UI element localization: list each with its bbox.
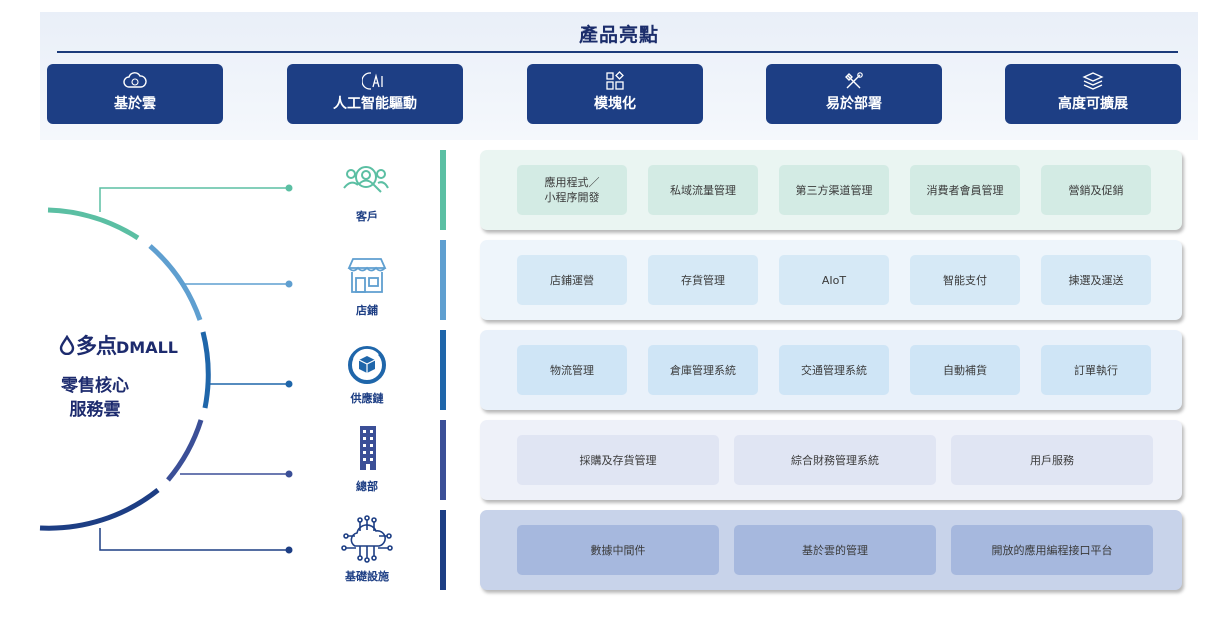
brand-name-en: DMALL xyxy=(116,338,178,357)
page-title: 產品亮點 xyxy=(578,24,659,46)
title-divider xyxy=(57,51,1178,53)
category-label-headquarters: 總部 xyxy=(356,480,378,493)
arc-segment-headquarters xyxy=(166,419,204,482)
modules-icon xyxy=(606,71,624,90)
module-chip: 數據中間件 xyxy=(517,525,719,575)
module-chip: 營銷及促銷 xyxy=(1041,165,1151,215)
row-panel-supply-chain: 物流管理 倉庫管理系統 交通管理系統 自動補貨 訂單執行 xyxy=(480,330,1182,410)
connector-dot xyxy=(285,470,293,478)
category-label-supply-chain: 供應鏈 xyxy=(350,392,384,405)
row-panel-customers: 應用程式／ 小程序開發 私域流量管理 第三方渠道管理 消費者會員管理 營銷及促銷 xyxy=(480,150,1182,230)
category-bar-infrastructure xyxy=(440,510,446,590)
category-label-stores: 店鋪 xyxy=(356,304,378,317)
module-chip-label: 存貨管理 xyxy=(681,273,725,287)
row-panel-headquarters: 採購及存貨管理 綜合財務管理系統 用戶服務 xyxy=(480,420,1182,500)
core-arc-diagram xyxy=(39,184,293,554)
module-chip: 採購及存貨管理 xyxy=(517,435,719,485)
core-title-line1: 零售核心 xyxy=(61,376,129,396)
supply-chain-icon xyxy=(348,346,386,384)
cloud-icon xyxy=(123,72,147,88)
module-chip: 物流管理 xyxy=(517,345,627,395)
module-chip: 訂單執行 xyxy=(1041,345,1151,395)
module-chip: 智能支付 xyxy=(910,255,1020,305)
module-chip-label: 用戶服務 xyxy=(1030,453,1074,467)
connector-dot xyxy=(285,184,293,192)
module-chip: 交通管理系統 xyxy=(779,345,889,395)
highlight-modular: 模塊化 xyxy=(527,64,703,124)
module-chip: 揀選及運送 xyxy=(1041,255,1151,305)
ai-icon xyxy=(362,72,383,90)
module-chip-label: 應用程式／ 小程序開發 xyxy=(544,176,600,204)
highlight-cloud-based: 基於雲 xyxy=(47,64,223,124)
arc-segment-stores xyxy=(148,244,203,321)
headquarters-icon xyxy=(360,426,376,470)
drop-logo-icon xyxy=(59,334,75,356)
connector-dot xyxy=(285,546,293,554)
highlight-scalable: 高度可擴展 xyxy=(1005,64,1181,124)
module-chip-label: 倉庫管理系統 xyxy=(670,363,736,377)
module-chip: 應用程式／ 小程序開發 xyxy=(517,165,627,215)
core-title: 零售核心 服務雲 xyxy=(40,374,150,422)
module-chip: AIoT xyxy=(779,255,889,305)
highlight-label: 易於部署 xyxy=(826,96,882,112)
module-chip-label: AIoT xyxy=(821,273,847,287)
module-chip: 開放的應用編程接口平台 xyxy=(951,525,1153,575)
module-chip-label: 開放的應用編程接口平台 xyxy=(991,543,1113,557)
category-bar-supply-chain xyxy=(440,330,446,410)
module-chip: 存貨管理 xyxy=(648,255,758,305)
category-bar-headquarters xyxy=(440,420,446,500)
highlight-easy-deploy: 易於部署 xyxy=(766,64,942,124)
module-chip-label: 訂單執行 xyxy=(1074,363,1118,377)
module-chip-label: 第三方渠道管理 xyxy=(795,183,873,197)
module-chip-label: 物流管理 xyxy=(550,363,594,377)
highlight-label: 基於雲 xyxy=(114,96,156,112)
arc-segment-infrastructure xyxy=(39,488,160,531)
module-chip: 店鋪運營 xyxy=(517,255,627,305)
core-title-line2: 服務雲 xyxy=(69,400,121,420)
module-chip: 倉庫管理系統 xyxy=(648,345,758,395)
module-chip-label: 綜合財務管理系統 xyxy=(791,453,879,467)
module-chip: 消費者會員管理 xyxy=(910,165,1020,215)
highlight-label: 高度可擴展 xyxy=(1058,96,1128,112)
module-chip: 基於雲的管理 xyxy=(734,525,936,575)
customers-icon xyxy=(343,166,389,193)
module-chip-label: 採購及存貨管理 xyxy=(579,453,657,467)
connector-dot xyxy=(285,380,293,388)
module-chip-label: 揀選及運送 xyxy=(1068,273,1124,287)
category-label-infrastructure: 基礎設施 xyxy=(345,570,389,583)
arc-segment-customers xyxy=(47,207,140,241)
module-chip: 自動補貨 xyxy=(910,345,1020,395)
row-panel-infrastructure: 數據中間件 基於雲的管理 開放的應用編程接口平台 xyxy=(480,510,1182,590)
module-chip-label: 營銷及促銷 xyxy=(1068,183,1124,197)
category-label-customers: 客戶 xyxy=(356,210,378,223)
module-chip-label: 交通管理系統 xyxy=(801,363,867,377)
module-chip: 私域流量管理 xyxy=(648,165,758,215)
highlight-label: 人工智能驅動 xyxy=(333,96,417,112)
layers-icon xyxy=(1082,72,1104,90)
module-chip-label: 智能支付 xyxy=(943,273,987,287)
category-bar-stores xyxy=(440,240,446,320)
module-chip-label: 數據中間件 xyxy=(590,543,646,557)
brand-name-cn: 多点 xyxy=(76,334,117,358)
highlight-label: 模塊化 xyxy=(594,96,636,112)
connector-dot xyxy=(285,280,293,288)
brand-logo: 多点DMALL xyxy=(58,330,178,360)
row-panel-stores: 店鋪運營 存貨管理 AIoT 智能支付 揀選及運送 xyxy=(480,240,1182,320)
module-chip: 用戶服務 xyxy=(951,435,1153,485)
module-chip-label: 基於雲的管理 xyxy=(802,543,868,557)
infrastructure-icon xyxy=(341,515,393,563)
module-chip: 第三方渠道管理 xyxy=(779,165,889,215)
module-chip-label: 消費者會員管理 xyxy=(926,183,1004,197)
arc-segment-supply-chain xyxy=(200,331,211,409)
highlight-ai-driven: 人工智能驅動 xyxy=(287,64,463,124)
module-chip-label: 自動補貨 xyxy=(943,363,987,377)
tools-icon xyxy=(845,72,863,89)
module-chip-label: 私域流量管理 xyxy=(670,183,736,197)
category-bar-customers xyxy=(440,150,446,230)
module-chip: 綜合財務管理系統 xyxy=(734,435,936,485)
store-icon xyxy=(347,258,387,293)
module-chip-label: 店鋪運營 xyxy=(550,273,594,287)
